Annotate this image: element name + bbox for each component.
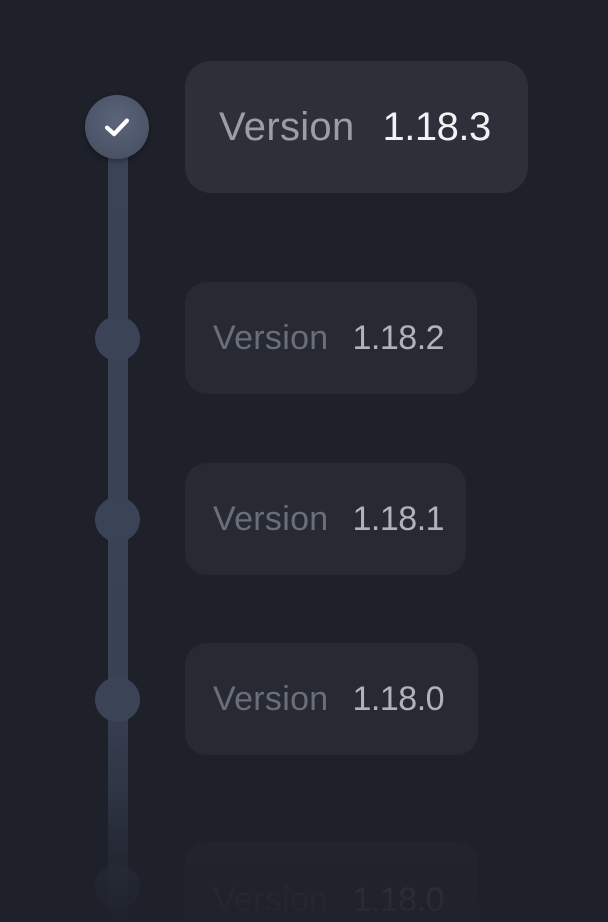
version-card[interactable]: Version 1.18.1 bbox=[185, 463, 466, 575]
version-label: Version bbox=[213, 318, 329, 357]
version-label: Version bbox=[213, 499, 329, 538]
timeline-node bbox=[95, 864, 140, 909]
timeline-node bbox=[95, 497, 140, 542]
version-label: Version bbox=[213, 679, 329, 718]
current-version-node bbox=[85, 95, 149, 159]
version-card[interactable]: Version 1.18.0 bbox=[185, 842, 478, 922]
version-number: 1.18.2 bbox=[352, 318, 445, 357]
version-number: 1.18.3 bbox=[382, 104, 492, 149]
check-icon bbox=[104, 118, 130, 137]
version-number: 1.18.1 bbox=[352, 499, 445, 538]
version-label: Version bbox=[213, 881, 329, 919]
version-card[interactable]: Version 1.18.2 bbox=[185, 282, 477, 394]
version-card[interactable]: Version 1.18.0 bbox=[185, 643, 478, 755]
timeline-node bbox=[95, 677, 140, 722]
version-card-current[interactable]: Version 1.18.3 bbox=[185, 61, 528, 193]
version-number: 1.18.0 bbox=[352, 881, 445, 919]
timeline-node bbox=[95, 316, 140, 361]
version-number: 1.18.0 bbox=[352, 679, 445, 718]
version-label: Version bbox=[219, 104, 355, 149]
